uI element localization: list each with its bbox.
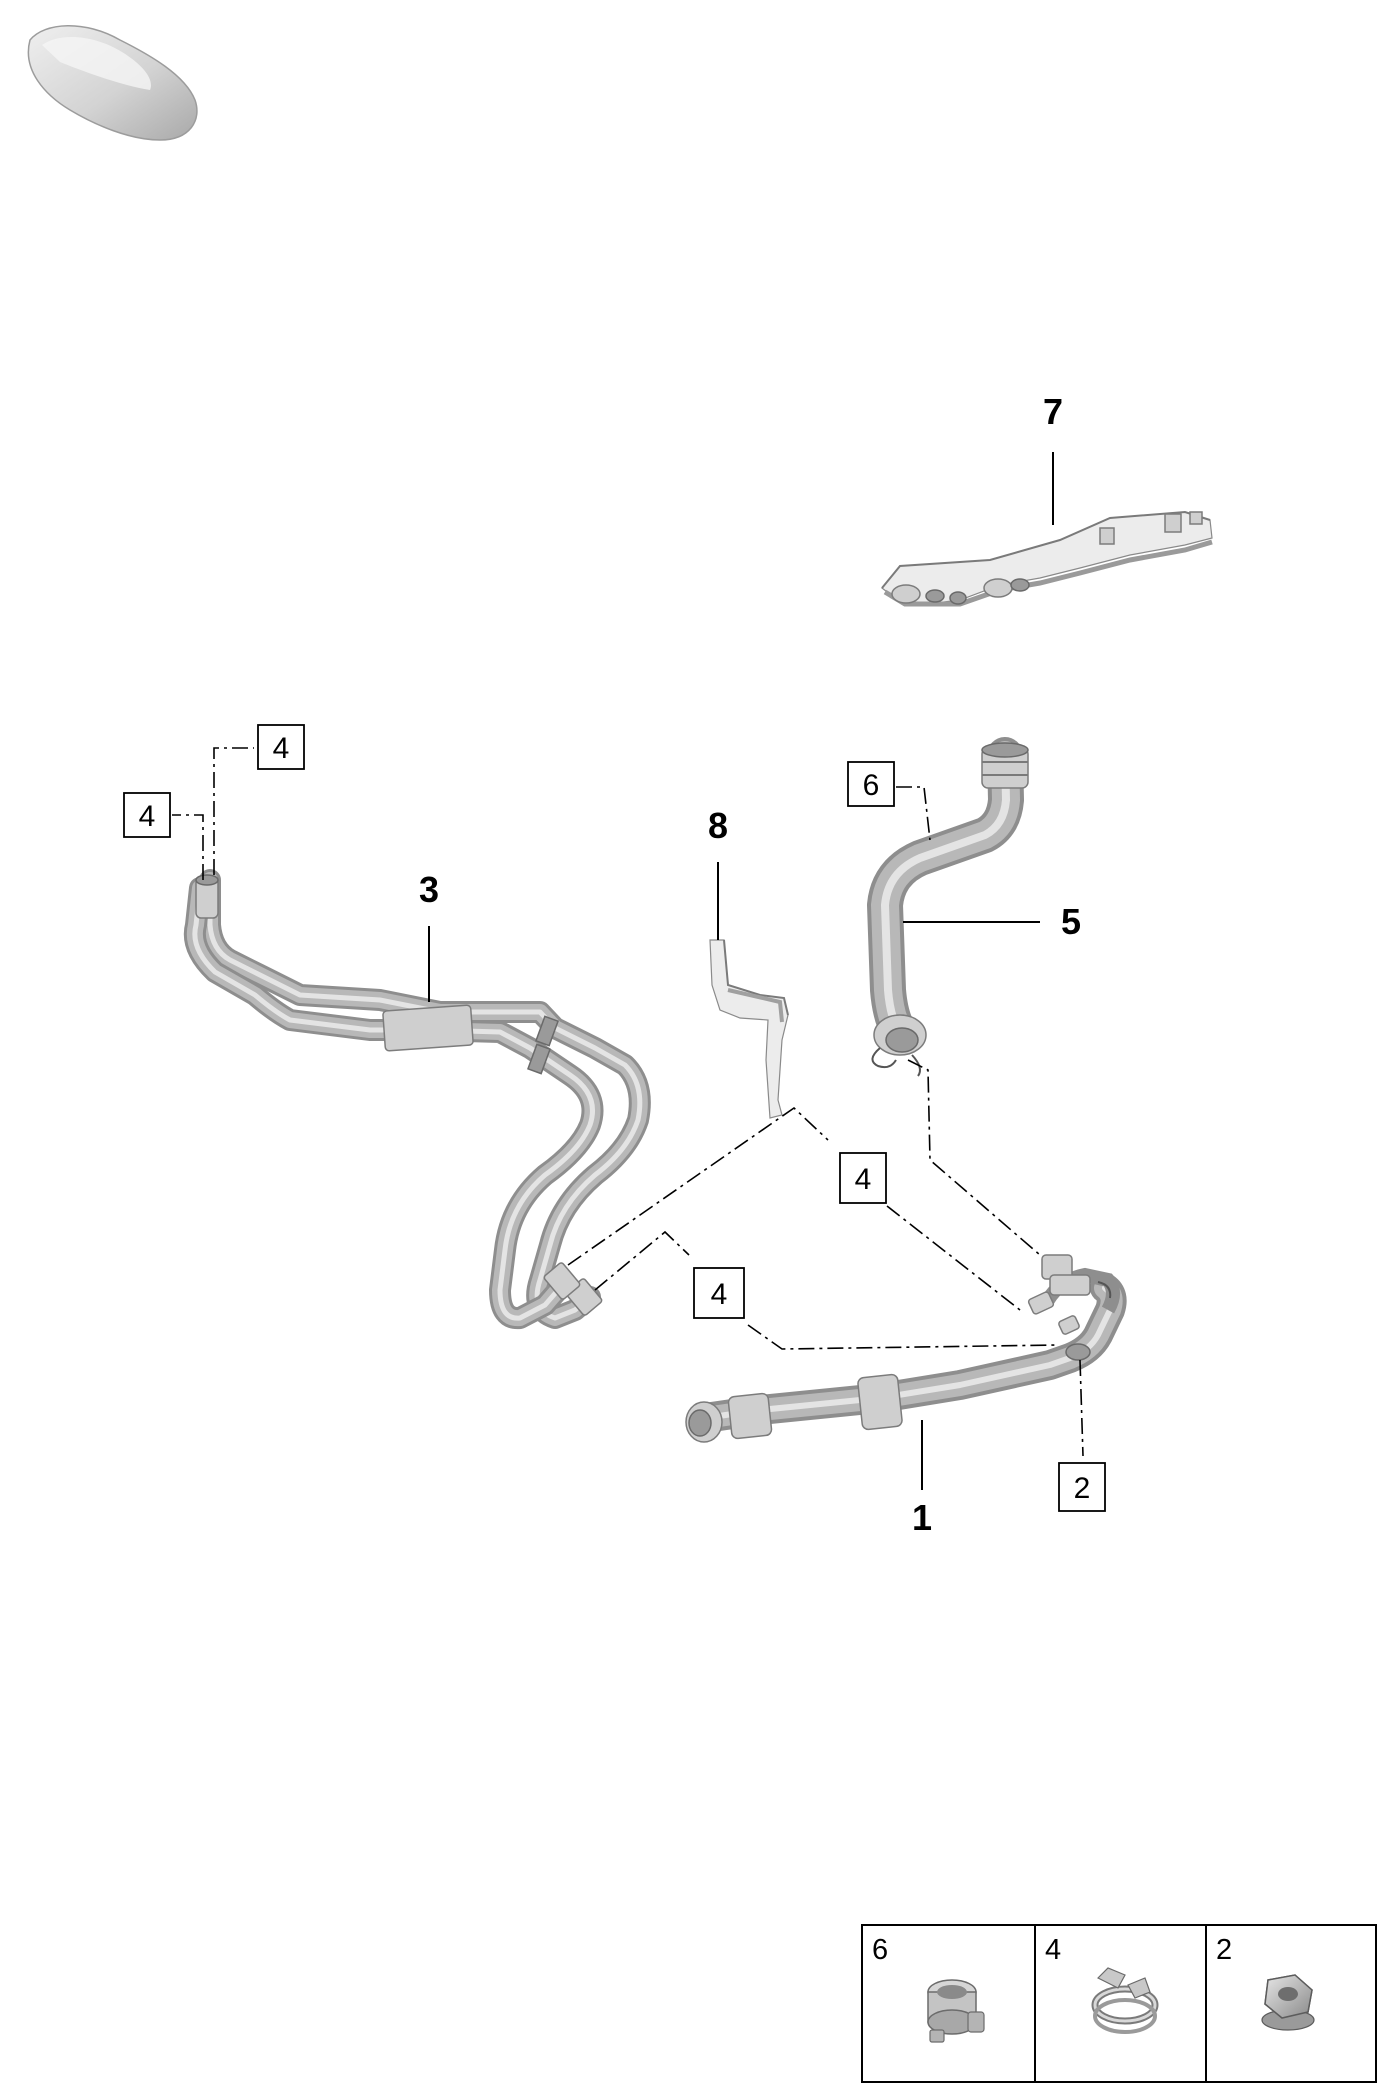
legend-item-6-number: 6 [872,1934,888,1966]
ref-box-4-upper-label: 4 [273,732,290,765]
callout-3[interactable]: 3 [419,869,439,910]
ref-box-6[interactable]: 6 [847,761,895,807]
ref-box-4-lower[interactable]: 4 [693,1267,745,1319]
ref-box-4-lower-label: 4 [711,1278,728,1311]
spring-clamp-icon [1091,1967,1159,2034]
part-8-bracket[interactable] [709,939,789,1119]
callout-7[interactable]: 7 [1043,391,1063,432]
hex-nut-icon [1261,1974,1315,2031]
part-7-bracket[interactable] [881,510,1213,607]
callout-8[interactable]: 8 [708,805,728,846]
ref-box-2[interactable]: 2 [1058,1462,1106,1512]
hose-clamp-6-icon [927,1979,985,2043]
car-silhouette-icon[interactable] [27,25,198,141]
part-5-hose[interactable] [867,737,1029,1077]
ref-box-4-center[interactable]: 4 [839,1152,887,1204]
ref-box-2-label: 2 [1074,1472,1091,1505]
legend-table: 6 4 2 [861,1924,1377,2083]
legend-item-2[interactable]: 2 [1216,1934,1315,2031]
callout-1[interactable]: 1 [912,1497,932,1538]
ref-box-4-left[interactable]: 4 [123,792,171,838]
ref-box-4-left-label: 4 [139,800,156,833]
legend-item-2-number: 2 [1216,1934,1232,1966]
callout-5[interactable]: 5 [1061,901,1081,942]
legend-item-4-number: 4 [1045,1934,1061,1966]
reference-leaders [172,747,1084,1457]
ref-box-4-upper[interactable]: 4 [257,724,305,770]
ref-box-4-center-label: 4 [855,1163,872,1196]
legend-item-6[interactable]: 6 [872,1934,985,2043]
ref-box-6-label: 6 [863,769,880,802]
legend-item-4[interactable]: 4 [1045,1934,1159,2034]
part-1-pipe[interactable] [685,1254,1127,1443]
part-3-coolant-lines[interactable] [183,869,651,1330]
